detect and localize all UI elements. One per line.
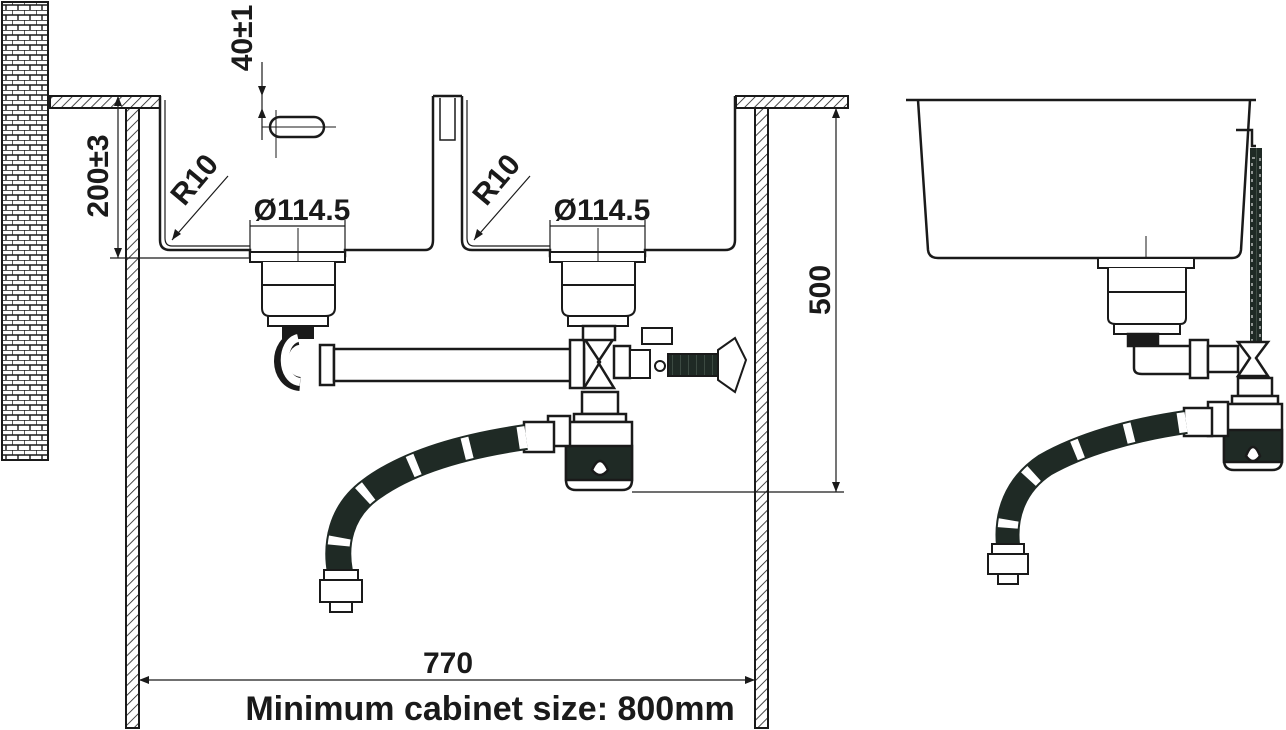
strainer-right — [549, 228, 646, 339]
flexible-waste-hose — [319, 424, 528, 613]
dimension-radius-right: R10 — [466, 148, 527, 211]
dimension-drain-left: Ø114.5 — [254, 194, 351, 227]
cabinet-side-right — [754, 107, 769, 729]
strainer-left — [249, 228, 346, 339]
dimension-radius-left: R10 — [164, 148, 225, 211]
caption: Minimum cabinet size: 800mm — [245, 690, 734, 728]
cabinet-side-left — [125, 107, 140, 729]
side-view-pipework — [1132, 338, 1284, 472]
dimension-lines — [110, 62, 844, 681]
bottle-trap — [522, 390, 634, 492]
dimension-arrows — [114, 86, 840, 684]
dimension-overflow-offset: 40±1 — [226, 5, 259, 72]
side-view-sink — [906, 98, 1256, 348]
dimension-bowl-depth: 200±3 — [82, 134, 115, 217]
brick-wall — [1, 1, 49, 461]
connecting-pipe — [274, 324, 632, 391]
side-view-hose — [987, 410, 1188, 585]
dimension-drain-right: Ø114.5 — [554, 194, 651, 227]
dishwasher-valve — [629, 327, 748, 394]
dimension-trap-height: 500 — [804, 265, 837, 315]
overflow-slot — [262, 110, 336, 158]
side-view-overflow-tube — [1236, 128, 1262, 348]
worktop — [49, 95, 849, 109]
dimension-cabinet-width: 770 — [423, 647, 473, 680]
